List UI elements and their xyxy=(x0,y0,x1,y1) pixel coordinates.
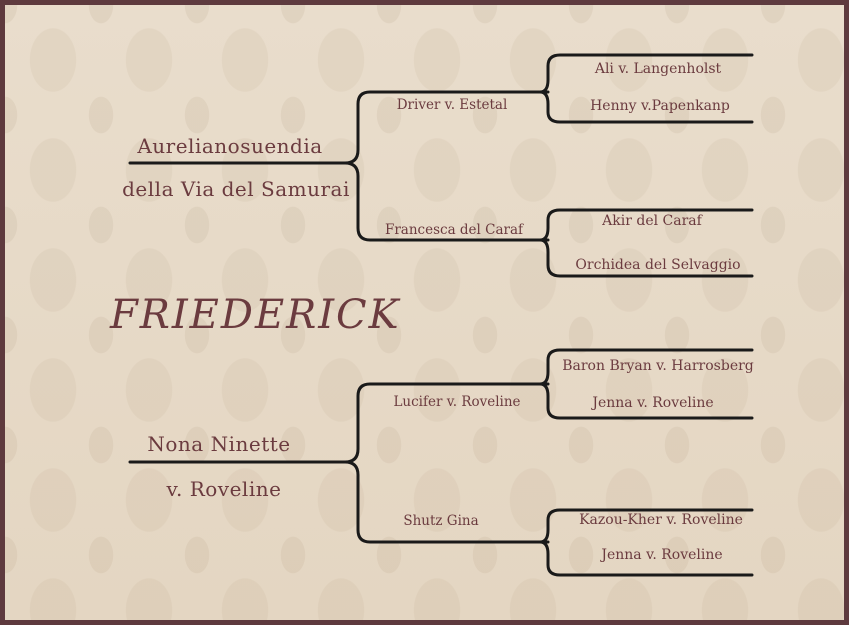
dam-dam-fork xyxy=(538,508,754,544)
sire-sire-name: Driver v. Estetal xyxy=(396,97,508,113)
sire-branch-line-lower xyxy=(343,161,550,242)
sire-dam-dam-name: Orchidea del Selvaggio xyxy=(575,257,741,273)
dam-dam-dam-name: Jenna v. Roveline xyxy=(601,547,723,563)
sire-sire-dam-name: Henny v.Papenkanp xyxy=(590,98,730,114)
sire-name-line1: Aurelianosuendia xyxy=(137,134,323,158)
sire-sire-sire-name: Ali v. Langenholst xyxy=(594,61,722,77)
dam-dam-sire-name: Kazou-Kher v. Roveline xyxy=(579,512,743,528)
dam-sire-sire-name: Baron Bryan v. Harrosberg xyxy=(562,358,754,374)
sire-dam-fork xyxy=(538,208,754,242)
sire-dam-sire-name: Akir del Caraf xyxy=(602,213,702,229)
dam-name-line2: v. Roveline xyxy=(166,477,282,501)
sire-name-line2: della Via del Samurai xyxy=(122,177,350,201)
dam-dam-name: Shutz Gina xyxy=(403,513,479,529)
dam-dam-fork-lower xyxy=(538,540,754,577)
dog-name-title: FRIEDERICK xyxy=(110,292,401,338)
dam-name-line1: Nona Ninette xyxy=(147,432,291,456)
sire-sire-fork-lower xyxy=(538,90,754,124)
dam-branch-line-lower xyxy=(343,460,550,544)
dam-sire-dam-name: Jenna v. Roveline xyxy=(592,395,714,411)
sire-dam-fork-lower xyxy=(538,238,754,278)
dam-sire-name: Lucifer v. Roveline xyxy=(393,394,521,410)
sire-sire-fork xyxy=(538,53,754,94)
sire-dam-name: Francesca del Caraf xyxy=(384,222,524,238)
dam-sire-fork xyxy=(538,348,754,386)
dam-sire-fork-lower xyxy=(538,382,754,420)
